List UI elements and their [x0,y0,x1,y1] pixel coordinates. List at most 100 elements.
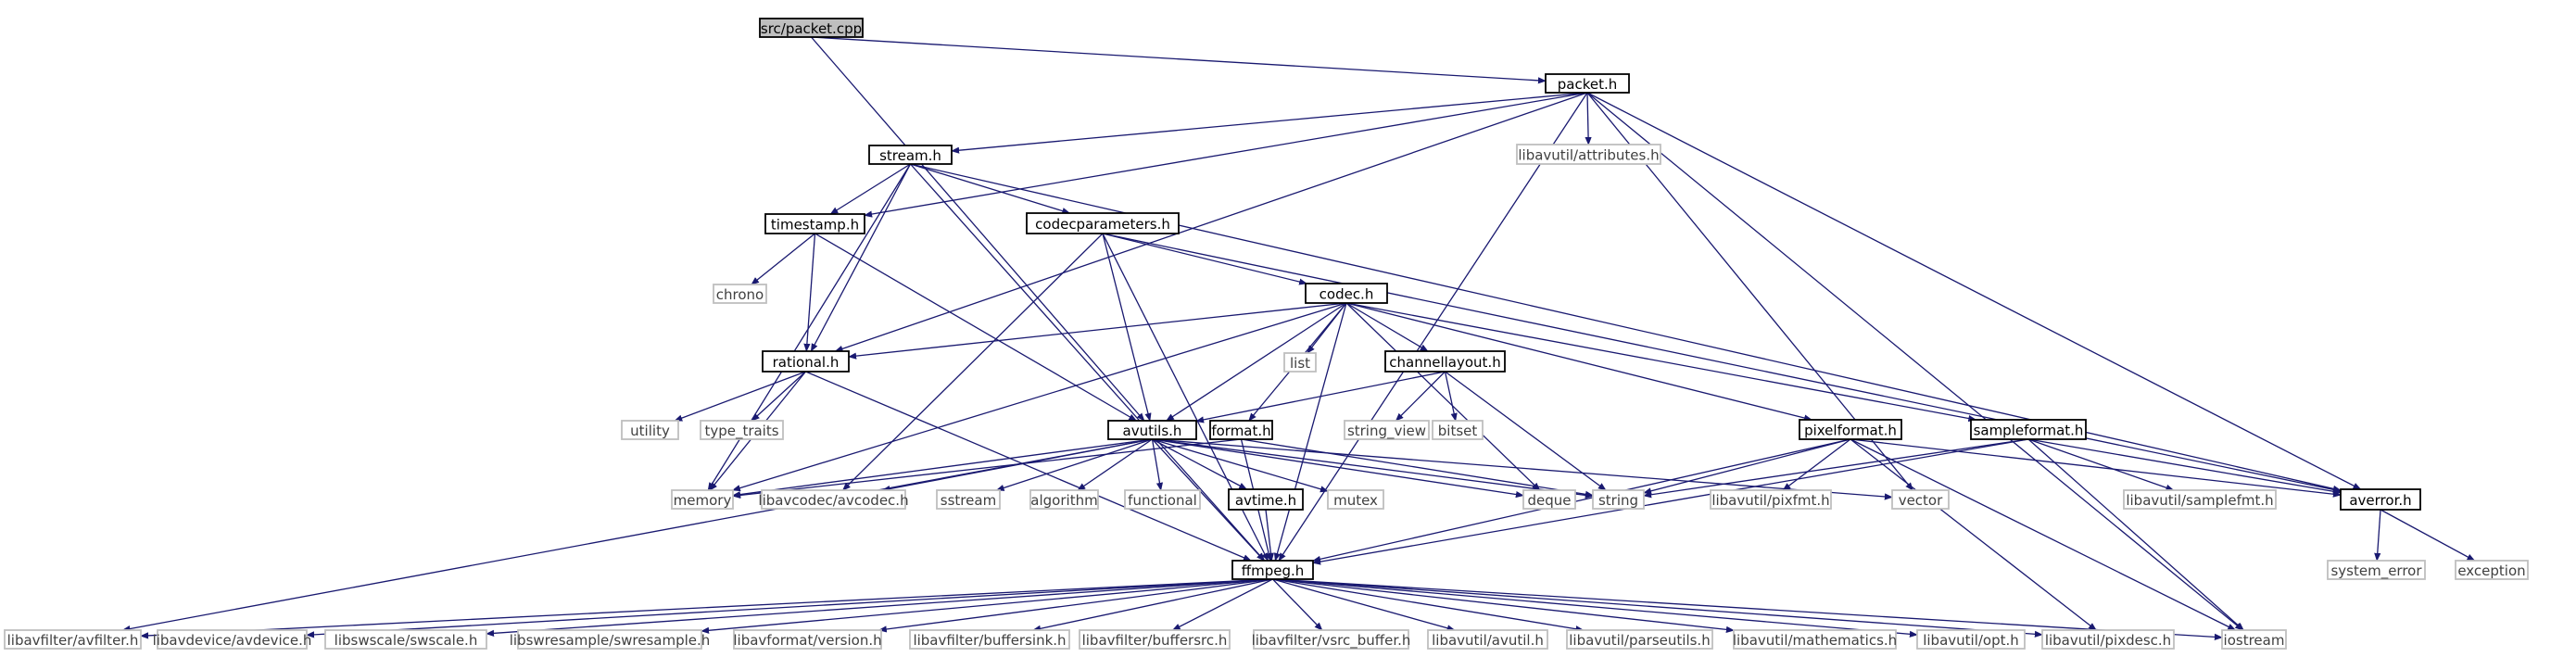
edge-codec-h-to-deque [1345,302,1541,491]
node-string-view: string_view [1344,420,1430,440]
edge-pixelformat-h-to-pixfmt-h [1782,438,1851,491]
node-pixelformat-h[interactable]: pixelformat.h [1799,419,1902,440]
node-opt-h: libavutil/opt.h [1916,629,2026,650]
node-label: packet.h [1558,76,1618,93]
node-avdevice-h: libavdevice/avdevice.h [153,629,312,650]
edge-rational-h-to-utility [674,371,806,422]
node-box [1079,629,1231,650]
node-box [1327,489,1384,510]
node-avtime-h[interactable]: avtime.h [1228,488,1304,511]
node-label: sstream [941,492,996,509]
node-timestamp-h[interactable]: timestamp.h [764,213,865,234]
node-stream-h[interactable]: stream.h [868,145,953,165]
edge-packet-h-to-iostream [1586,92,2244,631]
edge-avutils-h-to-functional [1151,438,1164,491]
edge-stream-h-to-rational-h [810,163,912,352]
node-codecparameters-h[interactable]: codecparameters.h [1026,212,1180,234]
edge-avutils-h-to-algorithm [1077,438,1153,491]
node-box [1209,420,1273,440]
node-box [700,420,784,440]
edge-timestamp-h-to-avutils-h [814,233,1138,422]
edge-packet-h-to-ffmpeg-h [1278,92,1588,562]
edge-ffmpeg-h-to-avdevice-h [306,578,1273,638]
node-label: libavutil/pixdesc.h [2045,632,2171,649]
edge-codec-h-to-avutils-h [1166,302,1347,422]
node-label: type_traits [704,423,778,440]
node-box [1432,420,1484,440]
node-label: libavutil/pixfmt.h [1711,492,1829,509]
node-sampleformat-h[interactable]: sampleformat.h [1970,419,2087,440]
edge-avutils-h-to-ffmpeg-h [1152,438,1265,562]
node-rational-h[interactable]: rational.h [762,350,850,373]
edge-codec-h-to-sampleformat-h [1345,302,1977,423]
node-avutils-h[interactable]: avutils.h [1107,420,1197,440]
node-box [1124,489,1201,510]
node-label: libavdevice/avdevice.h [153,632,312,649]
edge-codec-h-to-ffmpeg-h [1273,302,1347,562]
node-packet-cpp[interactable]: src/packet.cpp [759,18,864,38]
node-box [1522,489,1576,510]
node-label: libavutil/opt.h [1923,632,2019,649]
node-channellayout-h[interactable]: channellayout.h [1384,350,1506,373]
edge-ffmpeg-h-to-iostream [1272,578,2223,640]
node-box [2327,560,2426,580]
edge-rational-h-to-ffmpeg-h [805,371,1252,562]
node-box [2340,488,2421,511]
node-label: libavutil/avutil.h [1432,632,1544,649]
node-box [1710,489,1832,510]
node-label: codec.h [1320,286,1374,303]
node-box [324,629,487,650]
node-label: string_view [1347,423,1426,440]
edge-averror-h-to-exception [2380,509,2476,562]
node-label: libavcodec/avcodec.h [758,492,908,509]
node-box [4,629,142,650]
node-mathematics-h: libavutil/mathematics.h [1733,629,1897,650]
node-system-error: system_error [2327,560,2426,580]
edge-avutils-h-to-avfilter-h [121,438,1153,633]
node-label: sampleformat.h [1974,423,2084,439]
edge-packet-h-to-stream-h [951,92,1588,154]
node-box [1305,283,1388,304]
node-packet-h[interactable]: packet.h [1545,73,1630,94]
edge-packet-h-to-attributes-h [1585,92,1592,145]
node-avcodec-h: libavcodec/avcodec.h [758,489,909,510]
node-box [1107,420,1197,440]
node-string: string [1592,489,1645,510]
edge-stream-h-to-memory [707,163,912,491]
edge-packet-cpp-to-packet-h [811,36,1547,84]
node-attributes-h: libavutil/attributes.h [1516,144,1661,165]
edge-packet-h-to-timestamp-h [864,92,1588,218]
node-box [1733,629,1897,650]
node-vsrc-buffer-h: libavfilter/vsrc_buffer.h [1252,629,1411,650]
node-label: libavutil/attributes.h [1518,147,1659,164]
node-ffmpeg-h[interactable]: ffmpeg.h [1231,560,1314,580]
node-box [1516,144,1661,165]
node-box [1427,629,1548,650]
edge-sampleformat-h-to-averror-h [2027,438,2342,495]
edge-sampleformat-h-to-string [1643,438,2029,499]
edge-codecparameters-h-to-codec-h [1102,233,1308,285]
node-label: avtime.h [1235,492,1296,509]
node-label: string [1598,492,1638,509]
edge-format-h-to-memory [732,438,1242,499]
node-label: libavfilter/vsrc_buffer.h [1252,632,1411,650]
node-buffersink-h: libavfilter/buffersink.h [909,629,1070,650]
node-format-h[interactable]: format.h [1209,420,1273,440]
node-label: libswresample/swresample.h [510,632,711,649]
node-box [713,284,767,304]
node-mutex: mutex [1327,489,1384,510]
edge-ffmpeg-h-to-version-h [878,578,1273,633]
node-box [1253,629,1409,650]
node-label: exception [2457,562,2525,579]
node-type-traits: type_traits [700,420,784,440]
edge-timestamp-h-to-chrono [751,233,815,285]
node-sstream: sstream [936,489,1001,510]
edge-avtime-h-to-ffmpeg-h [1265,509,1274,562]
node-label: iostream [2224,632,2285,649]
edge-pixelformat-h-to-iostream [1850,438,2237,631]
node-label: channellayout.h [1389,354,1500,371]
node-label: algorithm [1030,492,1097,509]
node-box [517,629,702,650]
node-codec-h[interactable]: codec.h [1305,283,1388,304]
node-averror-h[interactable]: averror.h [2340,488,2421,511]
